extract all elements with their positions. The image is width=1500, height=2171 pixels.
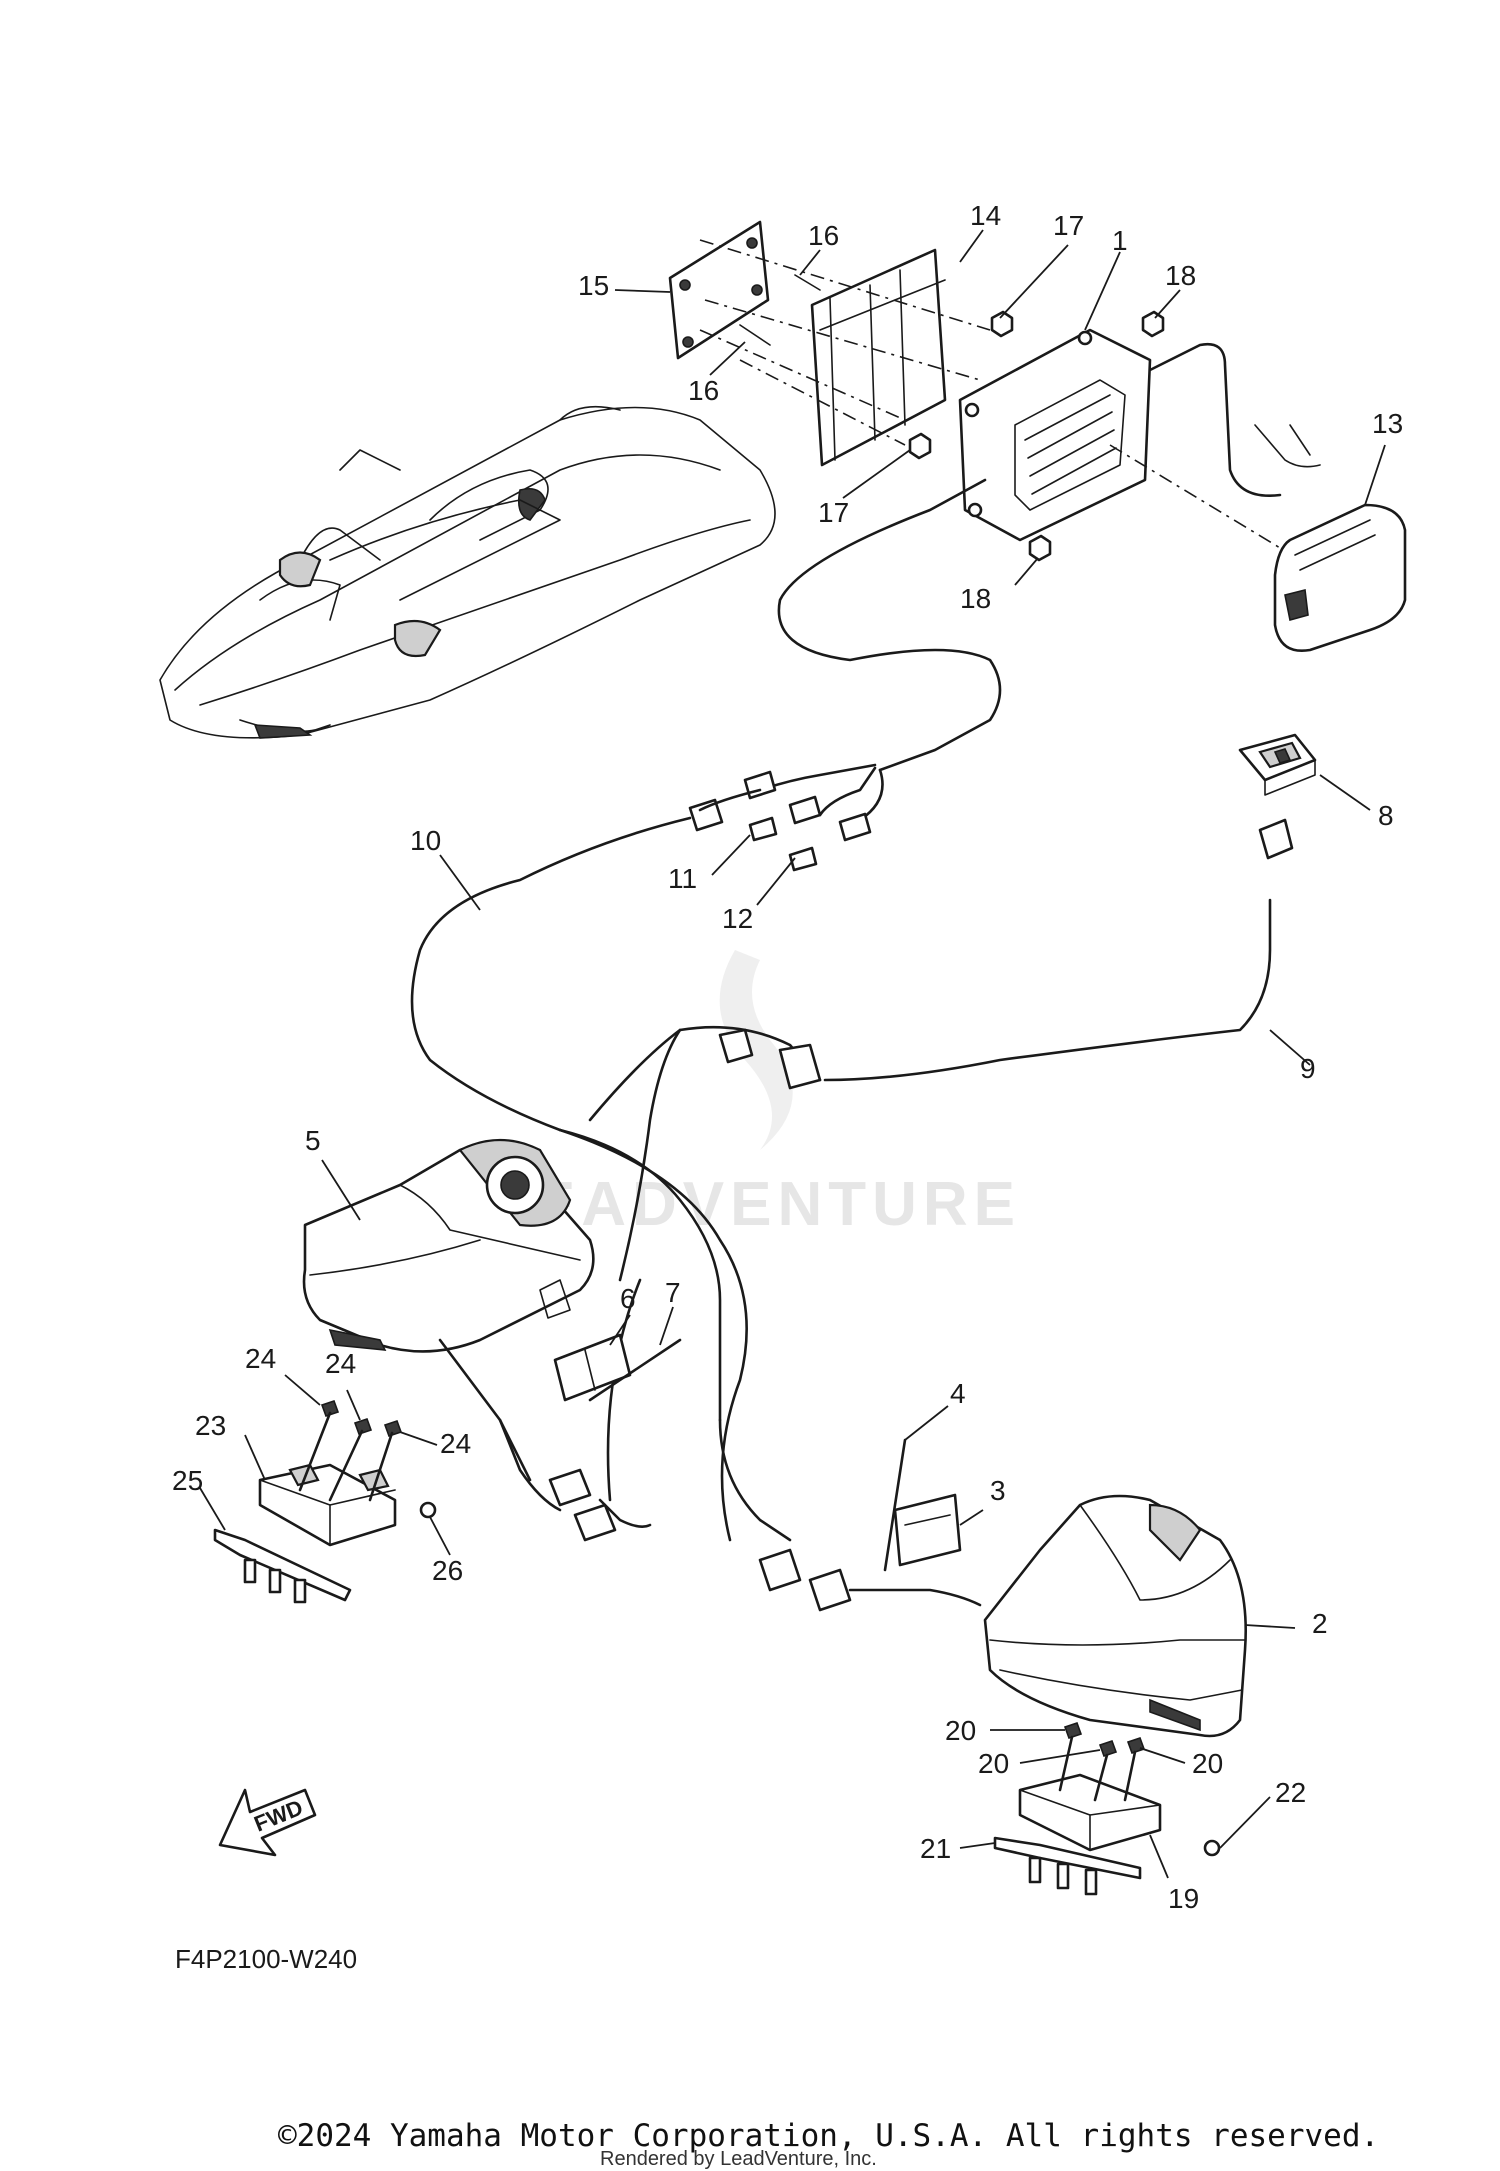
part-2-speaker-right [983,1494,1247,1738]
callout-17-a: 17 [1053,210,1084,241]
callout-20-c: 20 [1192,1748,1223,1779]
part-26-screw [419,1501,437,1519]
callout-12: 12 [722,903,753,934]
callout-24-c: 24 [440,1428,471,1459]
callout-20-b: 20 [978,1748,1009,1779]
callout-4: 4 [950,1378,966,1409]
callout-18-a: 18 [1165,260,1196,291]
callout-26: 26 [432,1555,463,1586]
callout-15: 15 [578,270,609,301]
fwd-arrow: FWD [218,1788,317,1857]
callout-19: 19 [1168,1883,1199,1914]
watermark: LEADVENTURE [490,950,1015,1239]
callout-6: 6 [620,1283,636,1314]
callout-labels: 1 2 3 4 5 6 7 8 9 10 11 12 13 14 15 16 1… [172,200,1403,1914]
callout-9: 9 [1300,1053,1316,1084]
callout-13: 13 [1372,408,1403,439]
callout-7: 7 [665,1277,681,1308]
callout-14: 14 [970,200,1001,231]
part-25-plate [213,1528,352,1604]
callout-1: 1 [1112,225,1128,256]
callout-10: 10 [410,825,441,856]
part-15-plate [668,220,770,360]
callout-23: 23 [195,1410,226,1441]
callout-11: 11 [668,863,697,894]
nuts [908,310,1165,562]
callout-24-b: 24 [325,1348,356,1379]
part-7-tie [588,1338,682,1402]
callout-17-b: 17 [818,497,849,528]
callout-21: 21 [920,1833,951,1864]
screws-20 [1058,1721,1146,1802]
callout-2: 2 [1312,1608,1328,1639]
part-21-plate [993,1836,1142,1896]
part-4-tie [883,1438,907,1572]
leader-lines [199,229,1386,1879]
callout-16-b: 16 [688,375,719,406]
screws-24 [298,1399,403,1502]
part-1-control-unit [958,328,1321,561]
part-19-bracket [1018,1773,1162,1852]
part-14-bracket [810,248,947,467]
part-8-switch [1238,733,1317,796]
part-3-label [893,1493,962,1567]
callout-5: 5 [305,1125,321,1156]
copyright-notice: ©2024 Yamaha Motor Corporation, U.S.A. A… [278,2118,1380,2154]
part-13-cover [1273,503,1407,653]
callout-3: 3 [990,1475,1006,1506]
part-6-label [553,1333,632,1402]
rendered-by: Rendered by LeadVenture, Inc. [600,2148,877,2170]
callout-25: 25 [172,1465,203,1496]
diagram-code: F4P2100-W240 [175,1944,357,1974]
watercraft-overview [159,405,776,739]
part-5-speaker-left [302,1138,652,1542]
callout-22: 22 [1275,1777,1306,1808]
callout-20-a: 20 [945,1715,976,1746]
callout-24-a: 24 [245,1343,276,1374]
callout-8: 8 [1378,800,1394,831]
part-23-bracket [258,1463,397,1547]
harness [410,478,1294,1612]
part-22-screw [1203,1839,1221,1857]
callout-16-a: 16 [808,220,839,251]
callout-18-b: 18 [960,583,991,614]
